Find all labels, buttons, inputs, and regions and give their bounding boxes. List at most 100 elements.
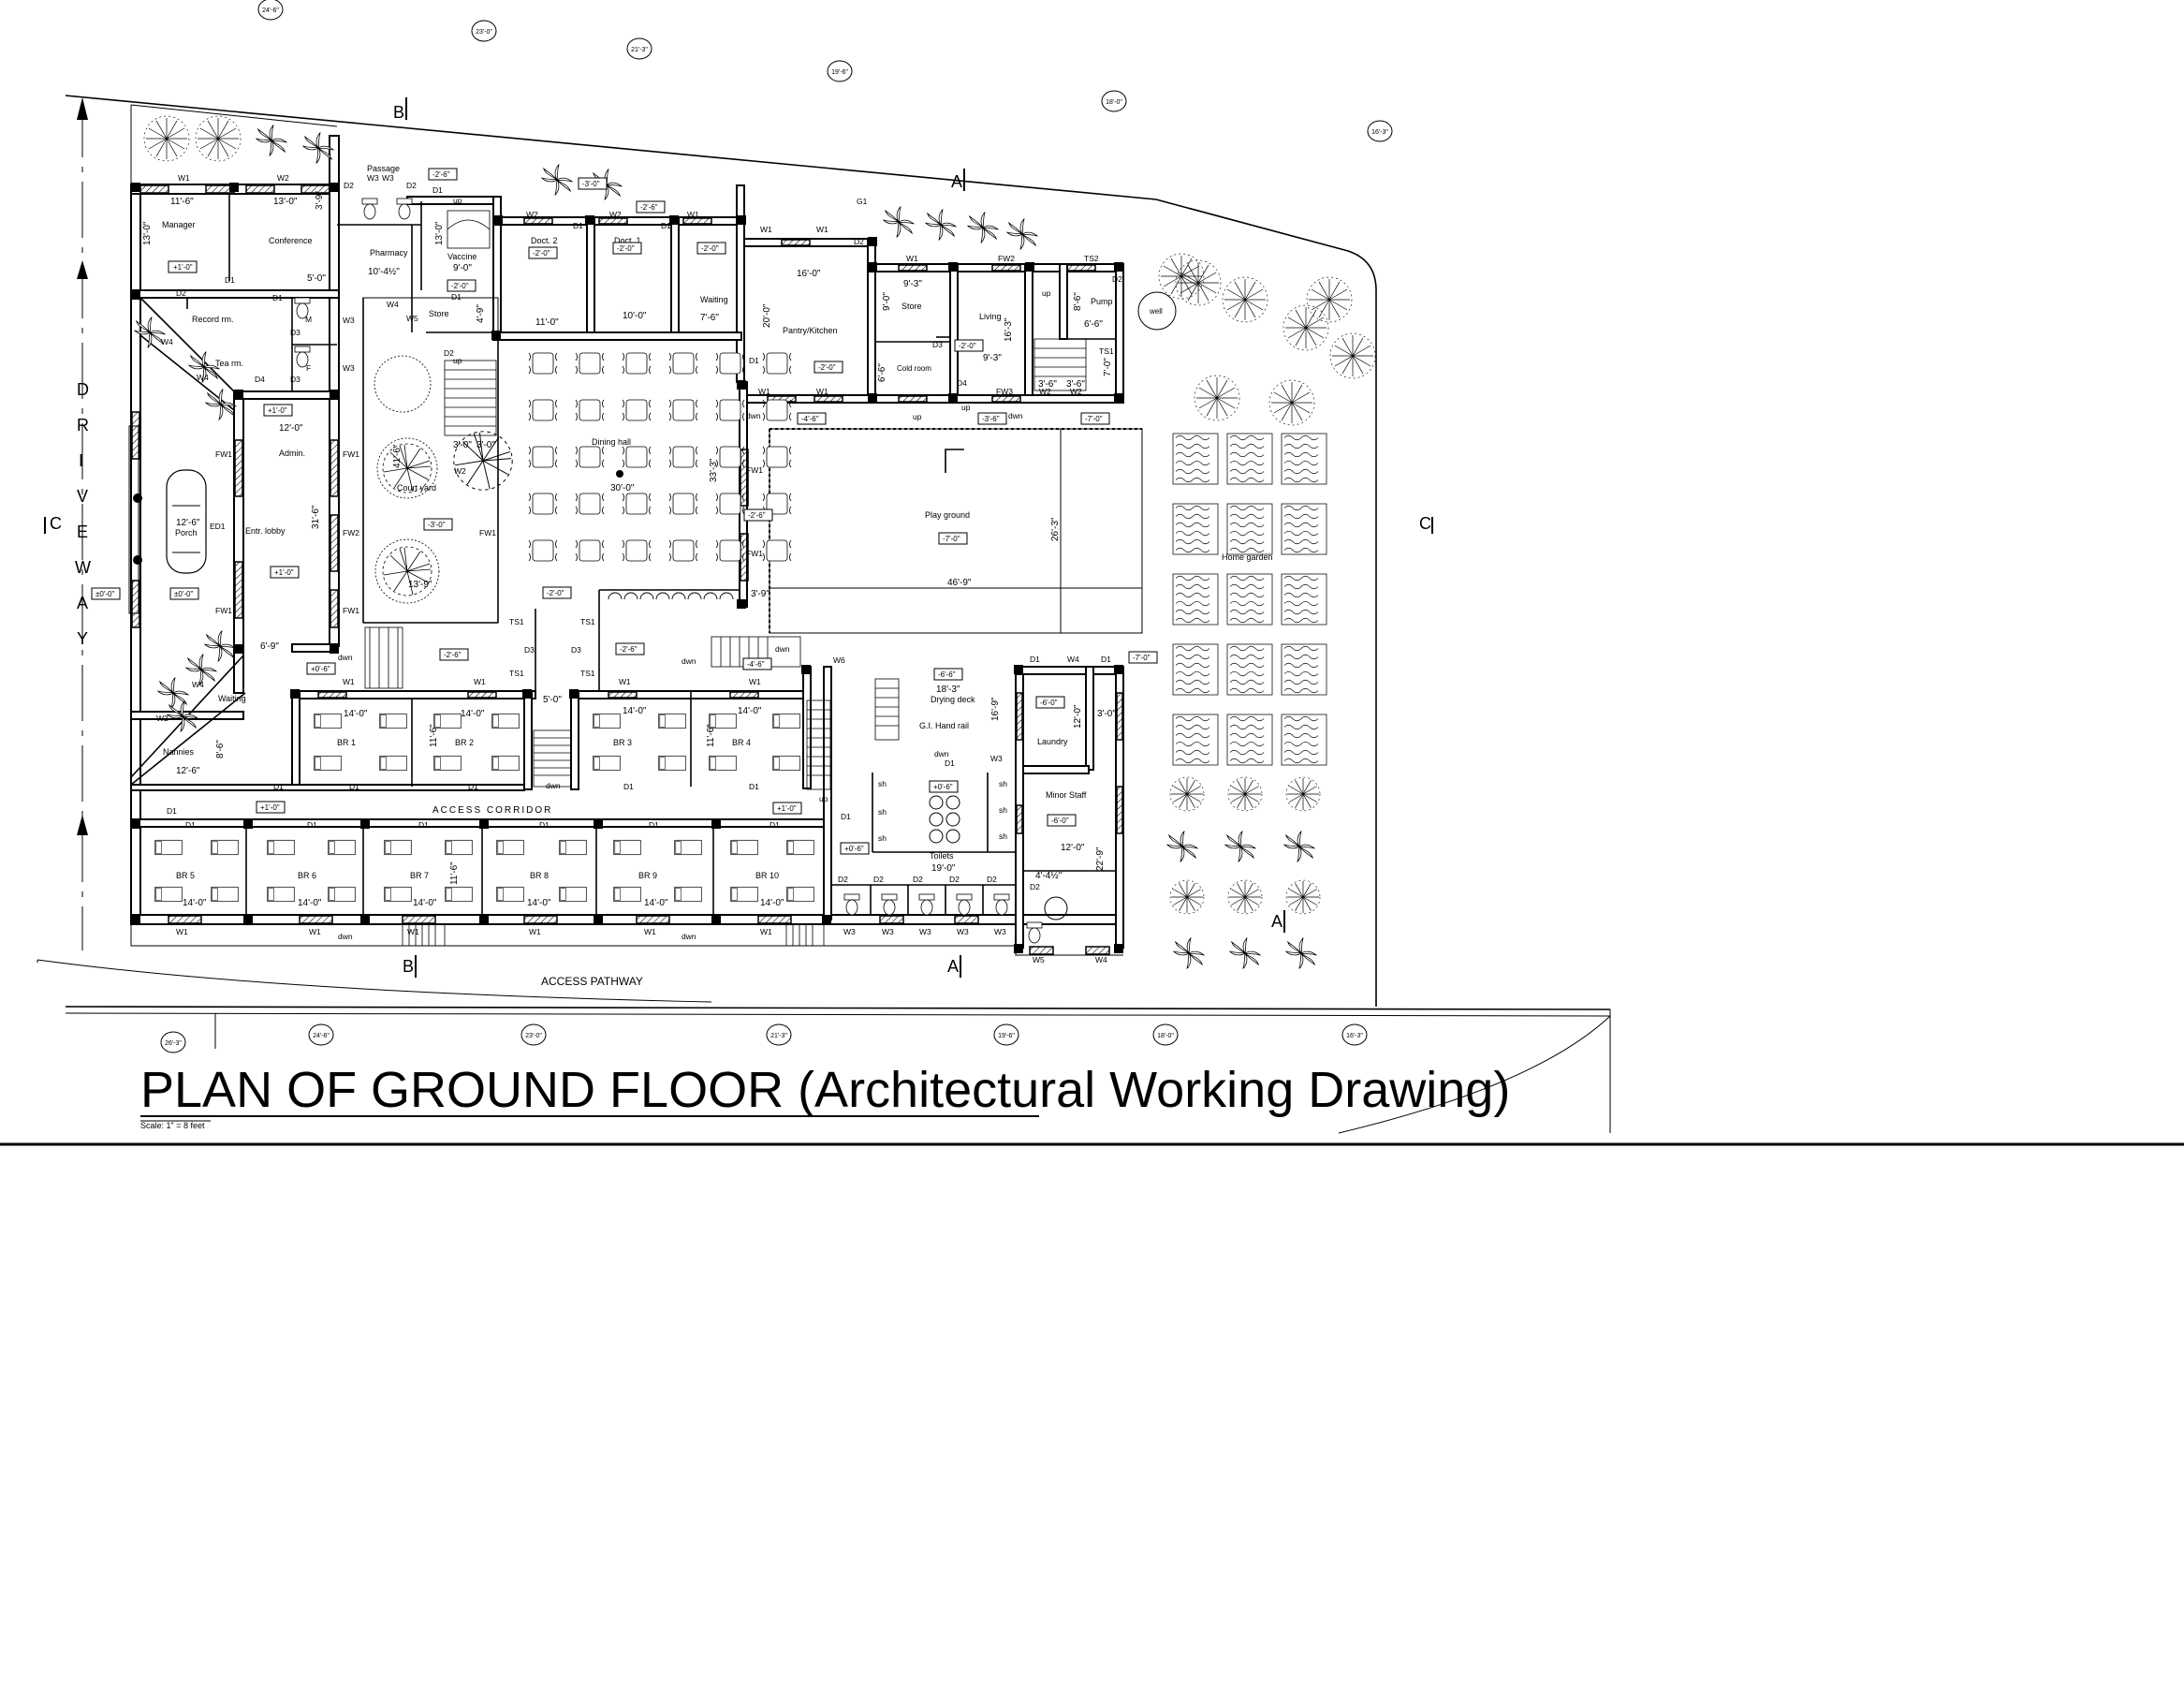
level-lower-c: -4'-6": [747, 660, 765, 669]
palm-symbol: [134, 317, 166, 348]
dining-table: [622, 493, 652, 515]
bed: [613, 886, 641, 903]
columns: [131, 183, 1123, 953]
dining-table: [575, 446, 605, 468]
bed: [433, 755, 462, 772]
access-corridor-label: ACCESS CORRIDOR: [432, 805, 552, 816]
bed: [709, 713, 737, 729]
level-minor: -6'-0": [1051, 817, 1069, 825]
opening-tag-fw1: FW1: [479, 528, 496, 537]
section-mark-a: A: [947, 957, 959, 976]
shrub-bed: [1226, 503, 1273, 555]
dim-play-d: 26'-3": [1050, 517, 1061, 541]
tree-symbol: [195, 115, 242, 162]
dim-stair-b: 3'-0": [476, 440, 495, 450]
opening-tag-ed1: ED1: [210, 522, 226, 531]
driveway-letter: R: [77, 416, 89, 434]
opening-tag-d4: D4: [255, 375, 265, 384]
shrub-bed: [1281, 573, 1327, 626]
driveway-arrows: [77, 97, 88, 950]
bed: [314, 755, 342, 772]
scale-note: Scale: 1" = 8 feet: [140, 1121, 205, 1130]
dim-pump-w: 6'-6": [1084, 319, 1103, 330]
palm-symbol: [188, 351, 220, 383]
room-label-pantry: Pantry/Kitchen: [783, 326, 838, 335]
opening-tag-up: up: [819, 794, 828, 803]
opening-tag-w1: W1: [407, 927, 419, 936]
dim-corr-gap: 5'-0": [543, 695, 562, 705]
counter-stool: [639, 592, 654, 600]
opening-tag-w3: W3: [957, 927, 969, 936]
level-porch: ±0'-0": [174, 590, 193, 598]
site-dim-top: 19'-6": [831, 69, 848, 76]
section-mark-b: B: [403, 957, 414, 976]
room-label-record: Record rm.: [192, 315, 234, 324]
opening-tag-w1: W1: [178, 173, 190, 183]
counter-stool: [655, 592, 670, 600]
shrub-bed: [1172, 503, 1219, 555]
opening-tag-d1: D1: [749, 356, 759, 365]
opening-tag-d1: D1: [945, 758, 955, 768]
shrub-bed: [1226, 714, 1273, 766]
bed: [491, 713, 520, 729]
site-dim-top: 21'-3": [631, 47, 648, 53]
bed: [496, 839, 524, 856]
site-dimension-bubbles: 24'-6"23'-0"21'-3"19'-6"18'-0"16'-3"26'-…: [160, 0, 1393, 1053]
palm-symbol: [541, 164, 573, 196]
opening-tag-w3: W3: [343, 316, 355, 325]
room-label-lobby: Entr. lobby: [245, 526, 286, 536]
counter-stool: [719, 592, 734, 600]
dim-br-d: 11'-6": [449, 861, 460, 885]
room-label-br4: BR 4: [732, 738, 751, 747]
bed: [379, 713, 407, 729]
palm-symbol: [302, 132, 334, 164]
driveway-label: D R I V E W A Y: [75, 380, 91, 648]
palm-symbol: [205, 389, 237, 420]
drawing-title: PLAN OF GROUND FLOOR (Architectural Work…: [140, 1062, 1510, 1118]
dim-minor-d: 22'-9": [1095, 847, 1106, 871]
tree-symbol: [1194, 375, 1240, 421]
opening-tag-sh: sh: [999, 832, 1007, 841]
room-label-store2: Store: [901, 302, 922, 311]
opening-tag-fw1: FW1: [215, 449, 232, 459]
dining-tables: [528, 352, 792, 600]
opening-tag-w5: W5: [1033, 955, 1045, 964]
dining-table: [715, 493, 745, 515]
dining-table: [715, 539, 745, 562]
dining-table: [575, 493, 605, 515]
dining-table: [762, 399, 792, 421]
opening-tag-w3: W3: [919, 927, 931, 936]
dim-br-w: 14'-0": [183, 898, 207, 908]
palm-symbol: [167, 700, 198, 732]
bed: [613, 839, 641, 856]
dining-table: [668, 446, 698, 468]
shrub-bed: [1281, 643, 1327, 696]
opening-tag-w1: W1: [176, 927, 188, 936]
opening-tag-d2: D2: [344, 181, 354, 190]
opening-tag-f: F: [306, 363, 311, 373]
bed: [384, 886, 412, 903]
palm-symbol: [1283, 831, 1315, 862]
opening-tag-ts1: TS1: [580, 617, 595, 626]
opening-tag-up: up: [961, 403, 971, 412]
palm-symbol: [204, 630, 236, 662]
bed: [658, 713, 686, 729]
shrub-bed: [1172, 643, 1219, 696]
opening-tag-d2: D2: [444, 348, 454, 358]
palm-symbol: [1166, 831, 1198, 862]
palm-symbol: [967, 212, 999, 243]
opening-tag-d2: D2: [913, 875, 923, 884]
dim-store-d: 4'-9": [476, 304, 486, 323]
opening-tag-w4: W4: [1067, 655, 1079, 664]
opening-tag-dwn: dwn: [682, 932, 696, 941]
opening-tag-ts1: TS1: [509, 617, 524, 626]
opening-tag-fw2: FW2: [998, 254, 1015, 263]
counter-stool: [623, 592, 638, 600]
opening-tag-d1: D1: [185, 820, 196, 830]
opening-tag-sh: sh: [999, 805, 1007, 815]
dim-manager-w: 11'-6": [170, 197, 194, 207]
dim-br-d: 11'-6": [429, 724, 439, 747]
room-label-admin: Admin.: [279, 449, 305, 458]
dim-doct-w: 11'-0": [535, 317, 559, 328]
bed: [314, 713, 342, 729]
